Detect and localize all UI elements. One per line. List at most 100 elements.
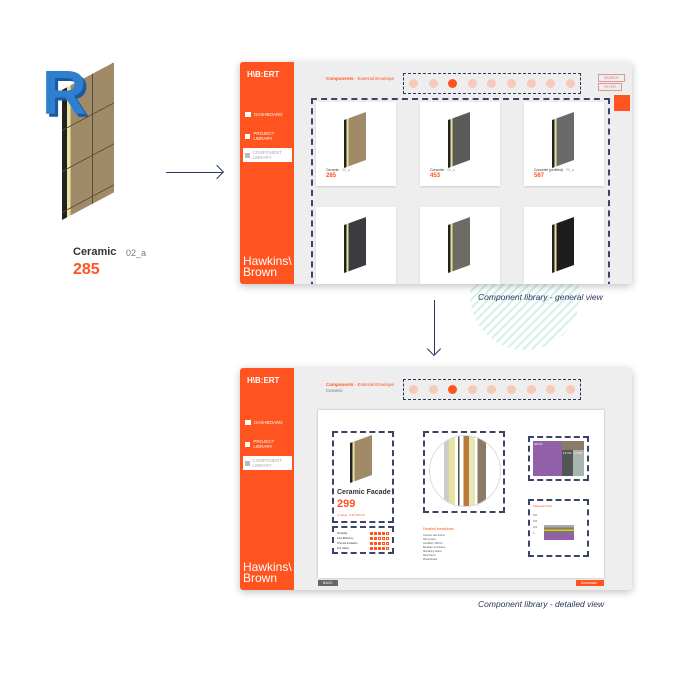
card-label-row: Concrete (profiled)03_a (534, 168, 574, 172)
card-code: 02_a (342, 168, 350, 172)
app-logo: H\B:ERT (247, 70, 280, 79)
crumb-sub: - External Envelope (353, 76, 395, 81)
category-icon[interactable] (487, 79, 497, 88)
category-icon[interactable] (565, 385, 575, 394)
crumb-sub: - External Envelope (353, 382, 395, 387)
component-card[interactable] (524, 207, 604, 284)
revit-logo-icon: R (42, 59, 87, 128)
category-icon-bar (403, 379, 581, 400)
rating-row: Fire Safety (337, 546, 389, 551)
chart-tick: 100 (533, 526, 538, 529)
category-icon[interactable] (428, 385, 438, 394)
nav-project-library[interactable]: PROJECT LIBRARY (243, 437, 292, 451)
rating-dot-icon (374, 546, 377, 550)
nav-component-library[interactable]: COMPONENT LIBRARY (243, 148, 292, 162)
rating-dot-icon (370, 541, 373, 545)
back-button[interactable]: BACK (318, 580, 338, 586)
category-icon[interactable] (546, 385, 556, 394)
detail-view-screenshot: H\B:ERT DASHBOARD PROJECT LIBRARY COMPON… (240, 368, 632, 590)
component-image (344, 111, 366, 169)
breakdown-line: Ceramic tiles 10mm (423, 534, 446, 537)
category-icon[interactable] (467, 79, 477, 88)
crumb-item: Ceramic (326, 388, 343, 393)
rating-row: Thermal Insulation (337, 541, 389, 546)
rating-label: Durability (337, 532, 348, 535)
category-icon[interactable] (409, 385, 419, 394)
chart-title: Material Chart (533, 504, 552, 508)
component-value: 285 (73, 261, 100, 278)
category-icon[interactable] (428, 79, 438, 88)
card-value: 567 (534, 173, 545, 179)
category-icon[interactable] (507, 79, 516, 88)
brand-logo: Hawkins\ Brown (243, 254, 292, 279)
category-icon[interactable] (546, 79, 556, 88)
rating-dot-icon (386, 531, 389, 535)
crumb-main: Components (326, 382, 354, 387)
rating-dot-icon (374, 536, 377, 540)
rating-dot-icon (370, 536, 373, 540)
grid-icon (245, 133, 251, 139)
card-name: Concrete (profiled) (534, 168, 563, 172)
nav-project-library[interactable]: PROJECT LIBRARY (243, 129, 292, 143)
download-button[interactable]: Download (576, 580, 604, 586)
sidebar: H\B:ERT DASHBOARD PROJECT LIBRARY COMPON… (240, 62, 294, 284)
rating-dots (369, 536, 389, 541)
nav-dashboard[interactable]: DASHBOARD (243, 418, 292, 427)
crumb-main: Components (326, 76, 354, 81)
breakdown-line: Insulation 150mm (423, 542, 443, 545)
detail-value: 299 (337, 498, 356, 510)
category-icon[interactable] (526, 385, 536, 394)
rating-dots (369, 541, 389, 546)
category-icon-active[interactable] (448, 79, 458, 88)
card-value: 285 (326, 173, 337, 179)
u-value: U-value: 0.30 W/m²K (337, 513, 365, 517)
rating-dot-icon (378, 531, 381, 535)
category-icon[interactable] (507, 385, 516, 394)
rating-dot-icon (382, 541, 385, 545)
rating-row: Durability (337, 531, 389, 536)
category-icon[interactable] (467, 385, 477, 394)
rating-dot-icon (386, 541, 389, 545)
filter-button[interactable]: FILTER (598, 83, 622, 91)
rating-label: Cost Efficiency (337, 537, 354, 540)
component-image (552, 216, 574, 274)
rating-dot-icon (370, 531, 373, 535)
component-card[interactable] (420, 207, 500, 284)
component-image (350, 434, 372, 484)
category-icon-bar (403, 73, 581, 94)
rating-dot-icon (386, 546, 389, 550)
search-button[interactable]: SEARCH (598, 74, 625, 82)
breakdown-line: Breather membrane (423, 546, 446, 549)
cards-highlight (311, 98, 610, 284)
component-card[interactable] (316, 207, 396, 284)
component-image (344, 216, 366, 274)
nav-label: PROJECT LIBRARY (253, 131, 275, 141)
grid-icon (245, 441, 251, 447)
dashboard-icon (245, 420, 251, 425)
dashboard-icon (245, 112, 251, 117)
category-icon[interactable] (565, 79, 575, 88)
caption-general: Component library - general view (478, 292, 603, 302)
chart-tick: 200 (533, 520, 538, 523)
user-button[interactable] (614, 95, 630, 111)
category-icon[interactable] (409, 79, 419, 88)
card-code: 03_a (447, 168, 455, 172)
category-icon-active[interactable] (448, 385, 458, 394)
nav-label: DASHBOARD (254, 420, 283, 425)
breakdown-line: Steel frame (423, 554, 436, 557)
grid-icon (245, 460, 250, 466)
component-code: 02_a (126, 248, 147, 258)
category-icon[interactable] (487, 385, 497, 394)
nav-component-library[interactable]: COMPONENT LIBRARY (243, 456, 292, 470)
rating-row: Cost Efficiency (337, 536, 389, 541)
category-icon[interactable] (526, 79, 536, 88)
nav-dashboard[interactable]: DASHBOARD (243, 110, 292, 119)
summary-box: Ceramic Facade 299 U-value: 0.30 W/m²K (332, 431, 394, 523)
sidebar: H\B:ERT DASHBOARD PROJECT LIBRARY COMPON… (240, 368, 294, 590)
